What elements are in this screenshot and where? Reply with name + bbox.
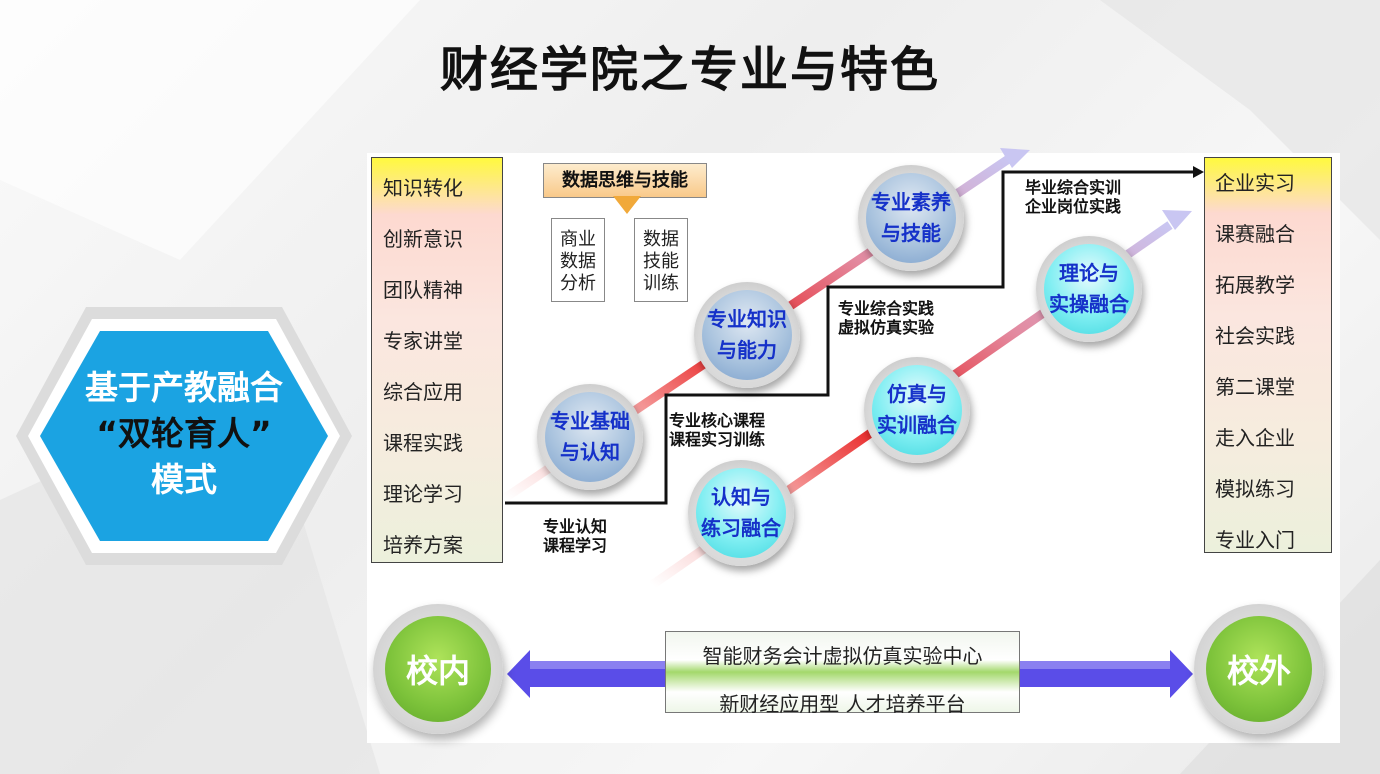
right-item: 企业实习 <box>1215 171 1295 195</box>
quote-open: “ <box>96 414 118 453</box>
right-item: 第二课堂 <box>1215 375 1295 399</box>
circle-simulation-training: 仿真与实训融合 <box>864 357 970 463</box>
step-line2: 课程实习训练 <box>669 430 766 449</box>
right-item: 拓展教学 <box>1215 273 1295 297</box>
step-line1: 专业认知 <box>543 517 608 536</box>
circle-line1: 仿真与 <box>887 382 947 406</box>
step-line1: 专业综合实践 <box>838 299 935 318</box>
circle-line1: 专业知识 <box>707 307 787 331</box>
step-line2: 课程学习 <box>543 536 608 555</box>
on-campus-label: 校内 <box>385 616 491 722</box>
right-item: 走入企业 <box>1215 426 1295 450</box>
model-hexagon <box>16 307 352 565</box>
box-text: 技能 <box>643 251 679 272</box>
step-caption: 专业综合实践 虚拟仿真实验 <box>838 299 934 337</box>
data-skills-box-training: 数据 技能 训练 <box>634 218 688 302</box>
circle-line2: 实训融合 <box>877 413 957 437</box>
box-text: 训练 <box>643 273 679 294</box>
step-caption: 毕业综合实训 企业岗位实践 <box>1025 178 1121 216</box>
left-item: 知识转化 <box>383 176 463 200</box>
circle-line2: 实操融合 <box>1049 292 1129 316</box>
model-line1: 基于产教融合 <box>85 368 283 407</box>
step-caption: 专业核心课程 课程实习训练 <box>669 411 765 449</box>
right-item: 课赛融合 <box>1215 222 1295 246</box>
circle-cognition-practice: 认知与练习融合 <box>688 460 794 566</box>
right-item: 模拟练习 <box>1215 477 1295 501</box>
model-line3: 模式 <box>151 460 217 499</box>
platform-line1: 智能财务会计虚拟仿真实验中心 <box>702 644 983 668</box>
circle-line1: 理论与 <box>1059 261 1119 285</box>
off-campus-label: 校外 <box>1206 616 1312 722</box>
box-text: 数据 <box>560 251 596 272</box>
on-campus-circle: 校内 <box>373 604 503 734</box>
data-skills-box-business: 商业 数据 分析 <box>551 218 605 302</box>
right-item: 社会实践 <box>1215 324 1295 348</box>
right-column: 企业实习 课赛融合 拓展教学 社会实践 第二课堂 走入企业 模拟练习 专业入门 <box>1204 157 1332 553</box>
circle-professional-knowledge: 专业知识与能力 <box>694 282 800 388</box>
step-line1: 毕业综合实训 <box>1025 178 1122 197</box>
circle-professional-basics: 专业基础与认知 <box>537 384 643 490</box>
circle-line2: 与能力 <box>717 338 777 362</box>
page-title: 财经学院之专业与特色 <box>439 42 940 98</box>
circle-theory-practice: 理论与实操融合 <box>1036 236 1142 342</box>
circle-professional-quality: 专业素养与技能 <box>858 165 964 271</box>
circle-line1: 专业基础 <box>550 409 630 433</box>
model-line2: 双轮育人 <box>118 414 250 453</box>
step-line2: 企业岗位实践 <box>1025 197 1122 216</box>
step-line2: 虚拟仿真实验 <box>838 318 935 337</box>
model-title: 基于产教融合 “双轮育人” 模式 <box>14 365 354 503</box>
off-campus-circle: 校外 <box>1194 604 1324 734</box>
circle-line2: 与技能 <box>881 221 941 245</box>
step-caption: 专业认知 课程学习 <box>543 517 607 555</box>
platform-box: 智能财务会计虚拟仿真实验中心 新财经应用型 人才培养平台 <box>665 631 1020 716</box>
left-item: 专家讲堂 <box>383 329 463 353</box>
left-item: 培养方案 <box>383 533 463 557</box>
left-item: 综合应用 <box>383 380 463 404</box>
platform-line2: 新财经应用型 人才培养平台 <box>719 692 966 716</box>
left-item: 理论学习 <box>383 482 463 506</box>
right-item: 专业入门 <box>1215 528 1295 552</box>
circle-line2: 练习融合 <box>701 516 781 540</box>
left-column: 知识转化 创新意识 团队精神 专家讲堂 综合应用 课程实践 理论学习 培养方案 <box>371 157 503 563</box>
box-text: 数据 <box>643 229 679 250</box>
box-text: 商业 <box>560 229 596 250</box>
left-item: 课程实践 <box>383 431 463 455</box>
left-item: 创新意识 <box>383 227 463 251</box>
box-text: 分析 <box>560 273 596 294</box>
step-line1: 专业核心课程 <box>669 411 766 430</box>
circle-line1: 专业素养 <box>871 190 951 214</box>
quote-close: ” <box>250 414 272 453</box>
down-arrow-icon <box>613 196 641 214</box>
left-item: 团队精神 <box>383 278 463 302</box>
circle-line2: 与认知 <box>560 440 620 464</box>
circle-line1: 认知与 <box>711 485 771 509</box>
data-skills-title: 数据思维与技能 <box>543 163 707 198</box>
